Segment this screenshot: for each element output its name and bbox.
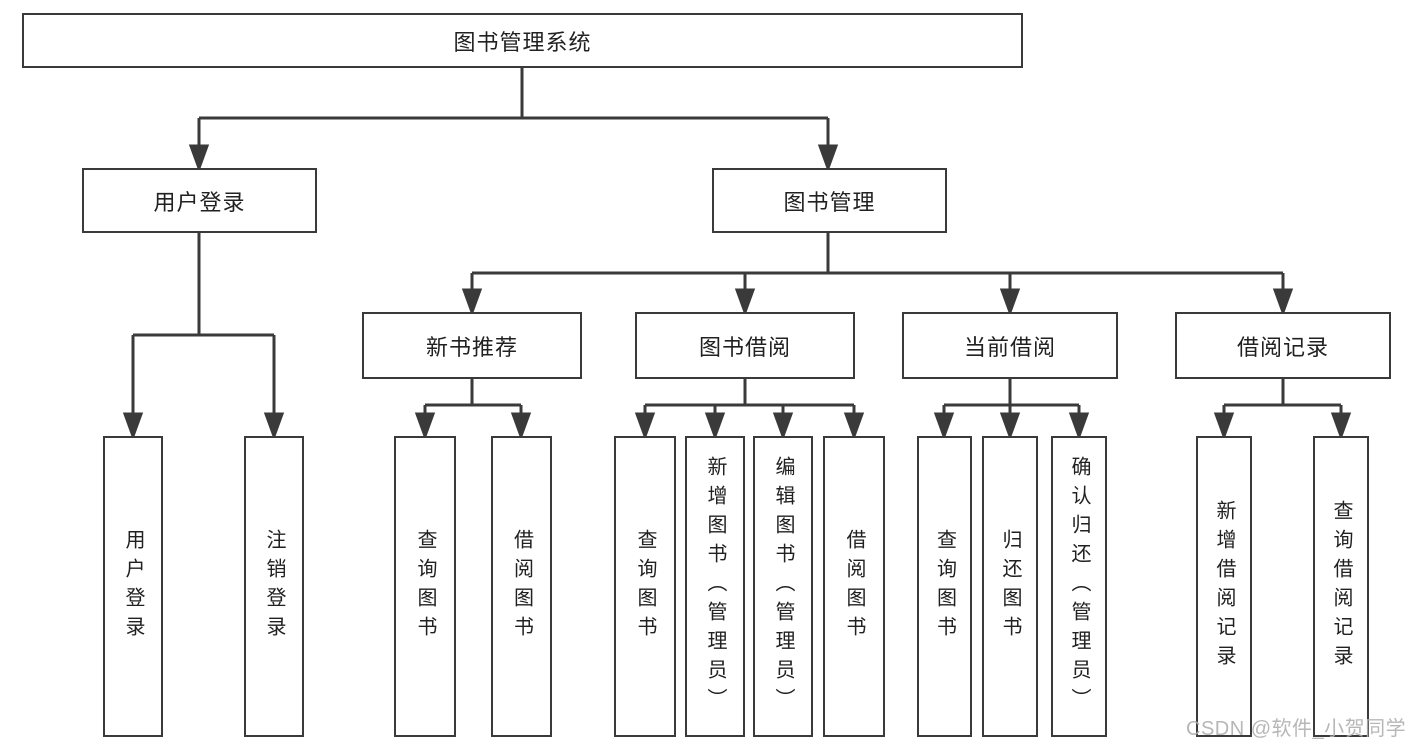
- arrowhead-icon: [510, 412, 532, 441]
- connector-root-to-level2: [188, 68, 839, 173]
- node-user-login: 用户登录: [82, 168, 317, 233]
- leaf-borrow-books-recommend: 借阅图书: [491, 436, 552, 737]
- node-book-management: 图书管理: [712, 168, 947, 233]
- leaf-query-books-borrow: 查询图书: [614, 436, 676, 737]
- arrowhead-icon: [999, 412, 1021, 441]
- arrowhead-icon: [843, 412, 865, 441]
- node-new-book-recommend: 新书推荐: [362, 312, 582, 379]
- csdn-watermark: CSDN @软件_小贺同学: [1186, 718, 1405, 740]
- leaf-query-books-recommend: 查询图书: [394, 436, 456, 737]
- arrowhead-icon: [414, 412, 436, 441]
- arrowhead-icon: [461, 288, 483, 317]
- arrowhead-icon: [817, 144, 839, 173]
- arrowhead-icon: [122, 412, 144, 441]
- arrowhead-icon: [704, 412, 726, 441]
- arrowhead-icon: [634, 412, 656, 441]
- connector-book-management-to-level3: [461, 233, 1294, 317]
- leaf-query-books-current: 查询图书: [917, 436, 972, 737]
- arrowhead-icon: [263, 412, 285, 441]
- arrowhead-icon: [772, 412, 794, 441]
- connector-borrow-records-to-leaves: [1213, 379, 1352, 441]
- connector-user-login-to-leaves: [122, 233, 285, 441]
- arrowhead-icon: [1272, 288, 1294, 317]
- leaf-logout: 注销登录: [244, 436, 304, 737]
- leaf-add-borrow-record: 新增借阅记录: [1196, 436, 1252, 737]
- leaf-borrow-books-borrow: 借阅图书: [823, 436, 885, 737]
- arrowhead-icon: [734, 288, 756, 317]
- leaf-confirm-return-admin: 确认归还（管理员）: [1051, 436, 1107, 737]
- arrowhead-icon: [999, 288, 1021, 317]
- arrowhead-icon: [1330, 412, 1352, 441]
- node-book-borrow: 图书借阅: [635, 312, 855, 379]
- arrowhead-icon: [188, 144, 210, 173]
- leaf-return-books: 归还图书: [982, 436, 1038, 737]
- leaf-user-login: 用户登录: [103, 436, 163, 737]
- node-current-borrow: 当前借阅: [902, 312, 1118, 379]
- leaf-add-book-admin: 新增图书（管理员）: [685, 436, 745, 737]
- connector-book-borrow-to-leaves: [634, 379, 865, 441]
- arrowhead-icon: [1213, 412, 1235, 441]
- arrowhead-icon: [933, 412, 955, 441]
- node-borrow-records: 借阅记录: [1175, 312, 1391, 379]
- leaf-edit-book-admin: 编辑图书（管理员）: [753, 436, 813, 737]
- connector-current-borrow-to-leaves: [933, 379, 1090, 441]
- node-system-root: 图书管理系统: [22, 13, 1023, 68]
- arrowhead-icon: [1068, 412, 1090, 441]
- connector-new-book-to-leaves: [414, 379, 532, 441]
- leaf-query-borrow-record: 查询借阅记录: [1313, 436, 1369, 737]
